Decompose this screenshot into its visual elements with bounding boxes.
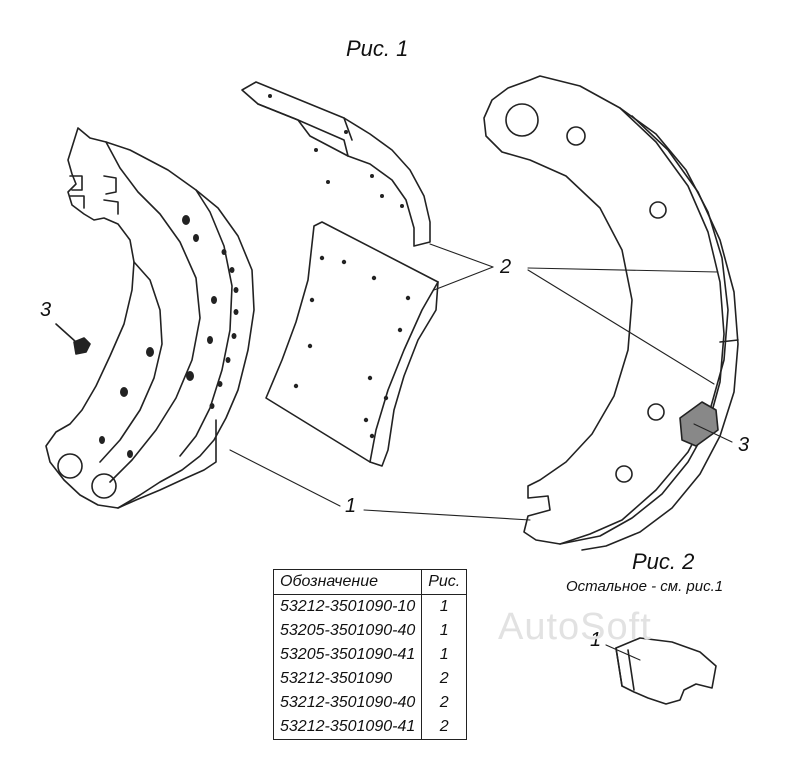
table-row: 53205-3501090-41 1: [272, 643, 468, 667]
cell-figure: 1: [421, 619, 468, 643]
pivot-hole-1: [57, 453, 83, 479]
cell-figure: 2: [421, 691, 468, 715]
cell-figure: 1: [421, 643, 468, 667]
cell-designation: 53212-3501090: [272, 667, 423, 691]
cell-figure: 1: [421, 594, 468, 619]
shoe-right-body: [483, 75, 729, 545]
header-designation: Обозначение: [272, 569, 423, 595]
shoe-right-hole-2: [649, 201, 667, 219]
cell-designation: 53205-3501090-41: [272, 643, 423, 667]
shoe-left-inner: [99, 261, 163, 463]
shoe-right-hole-1: [566, 126, 586, 146]
shoe-left-flange: [117, 419, 217, 509]
watermark: AutoSoft: [498, 606, 652, 648]
table-row: 53212-3501090-40 2: [272, 691, 468, 715]
table-row: 53212-3501090-10 1: [272, 594, 468, 619]
rivet-holes: [99, 215, 239, 458]
lining-upper: [241, 81, 431, 247]
figure2-title: Рис. 2: [632, 549, 695, 574]
callout-1-fig2: 1: [590, 629, 602, 651]
table-row: 53212-3501090-41 2: [272, 715, 468, 740]
callout-3-left: 3: [40, 299, 52, 321]
callout-1: 1: [345, 495, 357, 517]
brake-shoe-right: [483, 75, 739, 551]
figure1-title: Рис. 1: [346, 36, 409, 61]
pivot-hole-2: [91, 473, 117, 499]
cell-designation: 53212-3501090-41: [272, 715, 423, 740]
shoe-right-rim-mid: [559, 107, 725, 545]
shoe-right-rivet: [679, 401, 719, 447]
cell-designation: 53212-3501090-10: [272, 594, 423, 619]
table-row: 53205-3501090-40 1: [272, 619, 468, 643]
shoe-left-slots: [69, 175, 119, 215]
leader-lines: [229, 243, 733, 661]
brake-shoe-left: [45, 127, 255, 509]
callout-2: 2: [500, 256, 512, 278]
shoe-right-hole-4: [615, 465, 633, 483]
header-figure: Рис.: [421, 569, 468, 595]
cell-figure: 2: [421, 715, 468, 740]
figure2-note: Остальное - см. рис.1: [566, 578, 724, 595]
cell-designation: 53205-3501090-40: [272, 619, 423, 643]
shoe-right-hole-large: [505, 103, 539, 137]
lining-lower: [265, 221, 439, 467]
shoe-right-rim-outer: [581, 115, 739, 551]
parts-table: Обозначение Рис. 53212-3501090-10 1 5320…: [272, 569, 468, 740]
shoe-right-hole-3: [647, 403, 665, 421]
callout-3-right: 3: [738, 434, 750, 456]
shoe-left-rim: [179, 189, 233, 457]
shoe-left-outline: [45, 127, 255, 509]
fig2-part: [615, 637, 717, 705]
cell-designation: 53212-3501090-40: [272, 691, 423, 715]
shoe-left-web: [105, 141, 201, 483]
table-row: 53212-3501090 2: [272, 667, 468, 691]
cell-figure: 2: [421, 667, 468, 691]
rivet-left: [55, 323, 91, 355]
parts-table-header: Обозначение Рис.: [272, 569, 468, 595]
